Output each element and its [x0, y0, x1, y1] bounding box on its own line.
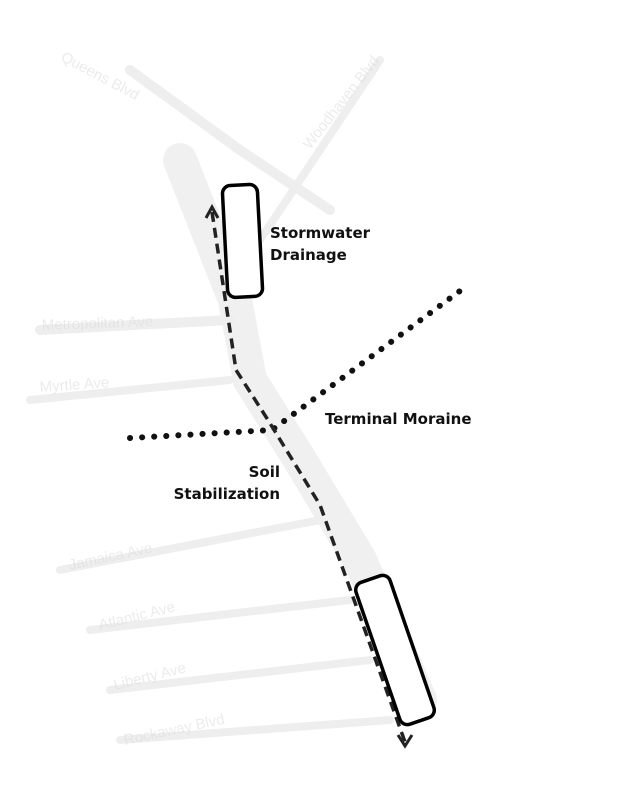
stormwater-drainage-label: Stormwater Drainage	[270, 222, 370, 266]
street-label-jamaica: Jamaica Ave	[67, 540, 153, 574]
stormwater-drainage-box	[220, 182, 265, 300]
street-label-metropolitan: Metropolitan Ave	[42, 313, 154, 334]
street-band-lower2	[86, 596, 354, 634]
soil-label-line2: Stabilization	[173, 485, 280, 503]
street-label-top-left: Queens Blvd	[58, 49, 142, 104]
street-band-mid	[35, 315, 235, 335]
arrowhead-top	[204, 203, 220, 219]
background-streets	[26, 56, 437, 744]
lower-channel-box	[353, 573, 437, 727]
soil-label-line1: Soil	[248, 463, 280, 481]
arrowhead-bottom	[396, 734, 414, 749]
soil-stabilization-label: Soil Stabilization	[158, 461, 280, 505]
terminal-moraine-line	[127, 282, 471, 441]
street-band-lower1	[56, 516, 324, 574]
terminal-moraine-label: Terminal Moraine	[325, 408, 472, 430]
street-band-lower3	[106, 656, 374, 694]
street-label-myrtle: Myrtle Ave	[39, 374, 110, 396]
street-labels: Queens Blvd Woodhaven Blvd Metropolitan …	[39, 49, 383, 749]
stormwater-label-line1: Stormwater	[270, 224, 371, 242]
street-label-rockaway: Rockaway Blvd	[122, 711, 226, 749]
channel-dashed-path	[210, 211, 407, 743]
street-band-upper	[125, 65, 335, 215]
street-label-top-right: Woodhaven Blvd	[300, 53, 383, 153]
street-band-myrtle	[26, 376, 234, 404]
stormwater-label-line2: Drainage	[270, 246, 347, 264]
terminal-moraine-text: Terminal Moraine	[325, 410, 472, 428]
street-band-right	[256, 56, 384, 244]
street-band-lower4	[116, 716, 394, 744]
